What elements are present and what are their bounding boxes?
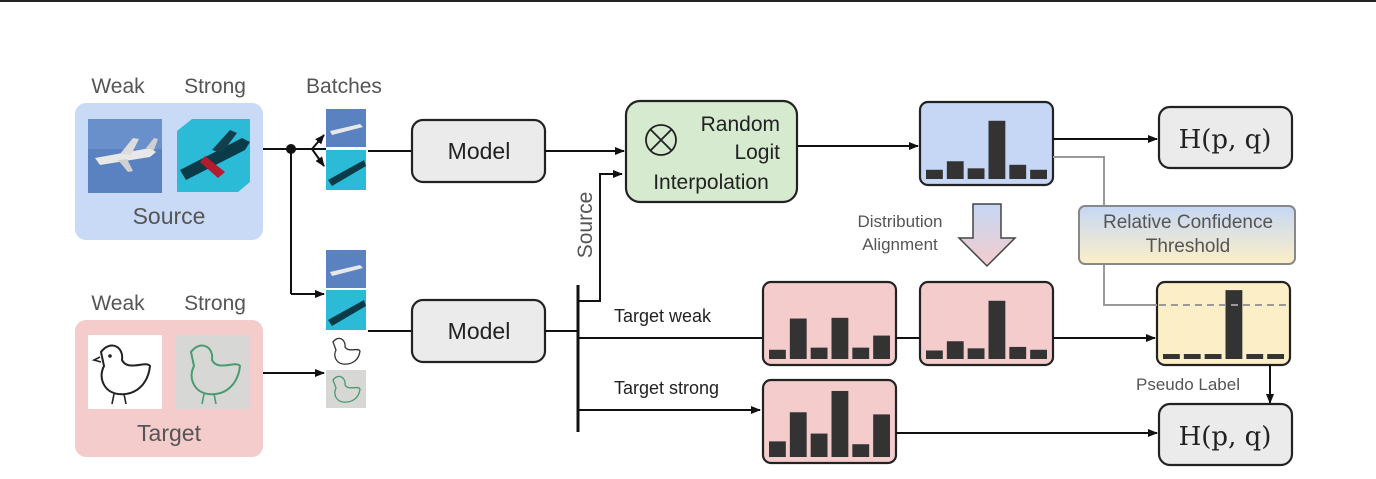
rli-line3: Interpolation xyxy=(653,171,769,194)
pseudo-label-text: Pseudo Label xyxy=(1136,375,1240,394)
target-strong-bar xyxy=(789,412,807,457)
target-strong-bar xyxy=(769,441,786,457)
pseudo-label-bar xyxy=(1267,354,1284,359)
loss-bottom-box xyxy=(1157,402,1294,467)
target-weak-aligned-bar xyxy=(1009,346,1027,359)
source-logits-bar xyxy=(1009,164,1027,179)
source-panel-title: Source xyxy=(133,203,206,229)
pseudo-label-histogram-box xyxy=(1155,280,1292,367)
target-weak-bar xyxy=(769,349,786,359)
pseudo-label-bar xyxy=(1163,354,1180,359)
source-weak-label: Weak xyxy=(91,75,145,98)
batch-target-weak-bird-thumb xyxy=(326,332,366,368)
target-weak-bird-sketch xyxy=(88,335,162,409)
pseudo-label-histogram xyxy=(1163,290,1284,359)
source-strong-airplane-image xyxy=(177,119,250,192)
distribution-alignment-line1: Distribution xyxy=(857,212,942,231)
target-weak-aligned-bar xyxy=(946,341,964,359)
source-logits-bar xyxy=(1030,169,1047,179)
target-strong-bar xyxy=(873,414,890,457)
distribution-alignment-arrow xyxy=(957,203,1017,268)
target-weak-label: Weak xyxy=(91,292,145,315)
pseudo-label-bar xyxy=(1183,354,1201,359)
target-weak-bar xyxy=(789,318,807,359)
pseudo-label-bar xyxy=(1204,354,1222,359)
rli-line1: Random xyxy=(701,113,780,136)
batch-source-weak-thumb xyxy=(326,109,366,147)
relative-confidence-line1: Relative Confidence xyxy=(1103,212,1273,233)
source-weak-airplane-image xyxy=(88,119,162,193)
batch-target-strong-source-thumb xyxy=(326,290,366,330)
target-strong-histogram xyxy=(769,390,890,457)
target-weak-aligned-bar xyxy=(1030,349,1047,359)
distribution-alignment-line2: Alignment xyxy=(862,235,938,254)
target-weak-bar xyxy=(810,347,828,359)
source-logits-bar xyxy=(988,120,1006,179)
target-weak-bar xyxy=(852,347,870,359)
source-strong-label: Strong xyxy=(184,75,246,98)
relative-confidence-threshold-box xyxy=(1078,205,1296,265)
target-strong-label: Strong xyxy=(184,292,246,315)
target-strong-bar xyxy=(810,433,828,457)
loss-top-box xyxy=(1157,105,1294,170)
model-bottom-label: Model xyxy=(448,318,511,344)
target-weak-aligned-histogram xyxy=(926,300,1047,359)
source-logits-bar xyxy=(946,161,964,179)
target-weak-histogram xyxy=(769,317,890,359)
target-weak-branch-label: Target weak xyxy=(614,306,712,326)
target-strong-bird-sketch xyxy=(176,335,250,409)
batches-label: Batches xyxy=(306,75,382,98)
target-strong-branch-label: Target strong xyxy=(614,378,719,398)
batch-target-strong-bird-thumb xyxy=(326,370,366,408)
target-weak-bar xyxy=(873,335,890,359)
otimes-icon xyxy=(645,124,677,156)
batch-target-weak-source-thumb xyxy=(326,250,366,288)
target-weak-bar xyxy=(831,317,849,359)
relative-confidence-line2: Threshold xyxy=(1146,236,1231,257)
model-top-label: Model xyxy=(448,138,511,164)
target-strong-bar xyxy=(852,444,870,457)
batch-source-strong-thumb xyxy=(326,150,366,190)
target-weak-aligned-bar xyxy=(988,300,1006,359)
target-weak-aligned-bar xyxy=(926,350,943,359)
source-logits-bar xyxy=(926,169,943,179)
rli-line2: Logit xyxy=(734,141,780,164)
pseudo-label-bar xyxy=(1246,354,1264,359)
source-logits-histogram xyxy=(926,120,1047,179)
target-strong-bar xyxy=(831,390,849,457)
target-weak-aligned-bar xyxy=(967,348,985,359)
loss-top-label: H(p, q) xyxy=(1179,125,1272,155)
source-logits-bar xyxy=(967,168,985,179)
pseudo-label-bar xyxy=(1225,290,1243,359)
source-branch-label: Source xyxy=(574,192,597,259)
loss-bottom-label: H(p, q) xyxy=(1179,422,1272,452)
target-panel-title: Target xyxy=(137,420,202,446)
